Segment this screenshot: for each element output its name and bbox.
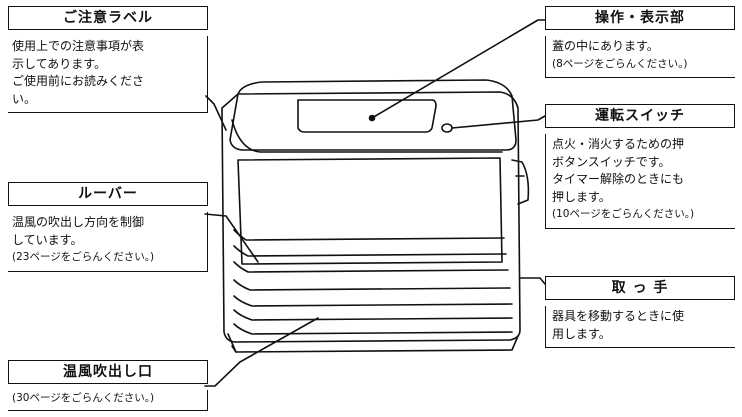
callout-line: 蓋の中にあります。 (552, 39, 659, 53)
leader-dot-control-display (368, 114, 376, 122)
heater-side-handle (511, 159, 530, 205)
leader-handle (519, 277, 546, 285)
callout-caution-label: ご注意ラベル 使用上での注意事項が表 示してあります。 ご使用前にお読みくださ … (8, 6, 208, 138)
callout-line: (8ページをごらんください。) (552, 57, 688, 70)
callout-line: (30ページをごらんください。) (12, 392, 155, 404)
leader-caution-label (205, 95, 227, 131)
callout-handle: 取 っ 手 器具を移動するときに使 用します。 (545, 276, 735, 366)
callout-body: (30ページをごらんください。) (8, 390, 208, 411)
callout-body: 器具を移動するときに使 用します。 (545, 306, 735, 348)
callout-body: 使用上での注意事項が表 示してあります。 ご使用前にお読みくださ い。 (8, 36, 208, 113)
control-panel-cover (297, 99, 437, 133)
outlet-grille-line (233, 323, 513, 335)
callout-line: 点火・消火するための押 (552, 137, 685, 151)
callout-line: 用します。 (552, 326, 611, 341)
callout-line: 示してあります。 (12, 56, 107, 71)
callout-line: 押します。 (552, 189, 611, 204)
callout-title: 運転スイッチ (545, 104, 735, 128)
callout-title: 温風吹出し口 (8, 360, 208, 384)
run-switch-knob (441, 123, 453, 133)
callout-body: 点火・消火するための押 ボタンスイッチです。 タイマー解除のときにも 押します。… (545, 134, 735, 229)
callout-run-switch: 運転スイッチ 点火・消火するための押 ボタンスイッチです。 タイマー解除のときに… (545, 104, 735, 254)
callout-title: 操作・表示部 (545, 6, 735, 30)
callout-body: 温風の吹出し方向を制御 しています。 (23ページをごらんください。) (8, 212, 208, 272)
callout-title: ご注意ラベル (8, 6, 208, 30)
heater-base (227, 333, 519, 353)
callout-line: ボタンスイッチです。 (552, 154, 671, 169)
callout-line: しています。 (12, 232, 83, 247)
callout-body: 蓋の中にあります。 (8ページをごらんください。) (545, 36, 735, 78)
callout-line: ご使用前にお読みくださ (12, 74, 145, 88)
leader-louver (204, 213, 259, 263)
callout-line: タイマー解除のときにも (552, 172, 685, 186)
callout-title: ルーバー (8, 182, 208, 206)
outlet-grille-line (233, 279, 511, 291)
louver-slat (233, 229, 505, 241)
callout-line: 使用上での注意事項が表 (12, 39, 145, 53)
outlet-grille-line (233, 309, 513, 321)
callout-line: 器具を移動するときに使 (552, 309, 685, 323)
callout-warm-air-outlet: 温風吹出し口 (30ページをごらんください。) (8, 360, 208, 414)
callout-line: い。 (12, 91, 37, 106)
callout-line: (10ページをごらんください。) (552, 208, 695, 220)
callout-louver: ルーバー 温風の吹出し方向を制御 しています。 (23ページをごらんください。) (8, 182, 208, 292)
outlet-grille-line (233, 295, 513, 307)
heater-front-panel (237, 157, 503, 265)
callout-title: 取 っ 手 (545, 276, 735, 300)
leader-run-switch (451, 115, 546, 129)
heater-top-lid (229, 79, 517, 151)
louver-slat (233, 261, 509, 273)
leader-control-display (371, 19, 546, 119)
callout-line: 温風の吹出し方向を制御 (12, 215, 145, 229)
louver-slat (233, 245, 507, 257)
callout-control-display: 操作・表示部 蓋の中にあります。 (8ページをごらんください。) (545, 6, 735, 92)
heater-lid-edge (231, 119, 503, 153)
leader-warm-air-outlet (204, 317, 319, 387)
callout-line: (23ページをごらんください。) (12, 251, 155, 263)
